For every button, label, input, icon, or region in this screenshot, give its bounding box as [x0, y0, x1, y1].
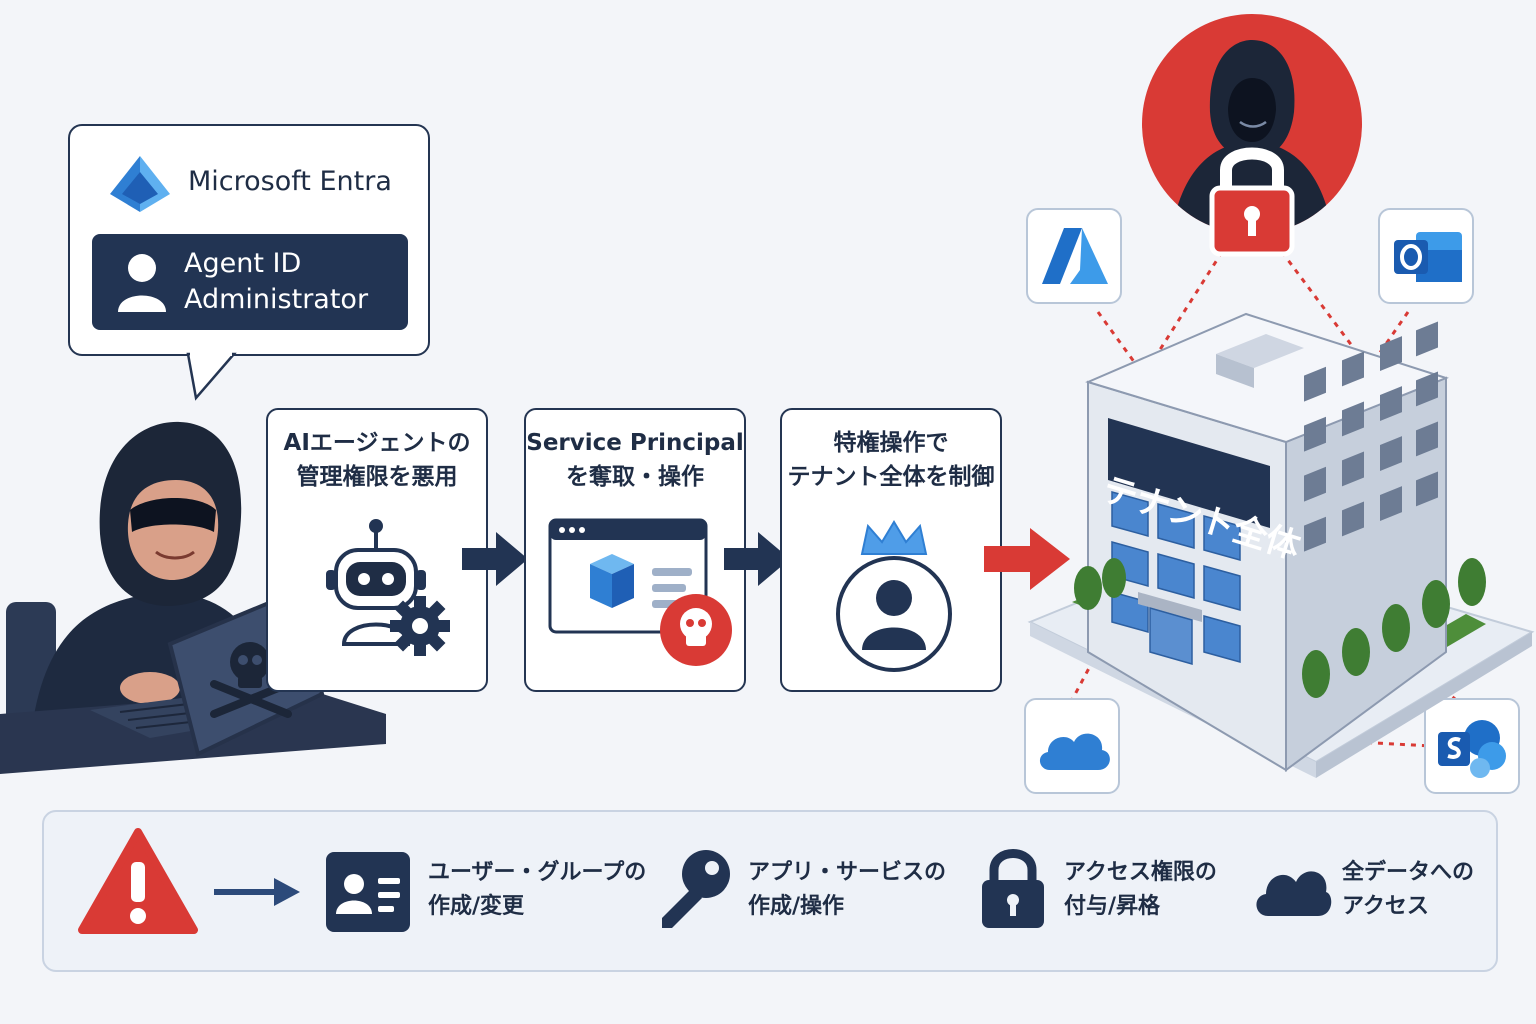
role-badge: Agent ID Administrator — [92, 234, 408, 330]
user-icon — [118, 254, 166, 312]
impact-label: ユーザー・グループの 作成/変更 — [428, 860, 647, 919]
outlook-logo-icon — [1394, 232, 1462, 282]
azure-tile — [1026, 208, 1122, 304]
impact-label: アクセス権限の 付与/昇格 — [1064, 860, 1217, 919]
cloud-icon — [1256, 871, 1332, 916]
id-card-icon — [326, 852, 410, 932]
role-name: Agent ID Administrator — [184, 248, 369, 315]
outlook-tile — [1378, 208, 1474, 304]
sharepoint-logo-icon — [1438, 720, 1506, 778]
padlock-icon — [1209, 147, 1295, 257]
warning-icon — [78, 828, 198, 934]
role-callout: Microsoft Entra Agent ID Administrator — [68, 124, 430, 356]
crowned-user-icon — [836, 520, 952, 672]
step-title: 特権操作で テナント全体を制御 — [787, 430, 995, 490]
cloud-logo-icon — [1039, 733, 1110, 770]
step-title: Service Principal を奪取・操作 — [526, 430, 744, 490]
tenant-building-illustration — [1027, 312, 1535, 778]
step-title: AIエージェントの 管理権限を悪用 — [283, 430, 471, 490]
impact-label: アプリ・サービスの 作成/操作 — [748, 860, 947, 919]
padlock-icon — [982, 849, 1044, 928]
key-icon — [662, 850, 730, 928]
flow-arrow — [724, 532, 790, 586]
callout-tail — [186, 352, 237, 401]
step-card-abuse-agent: AIエージェントの 管理権限を悪用 — [266, 408, 488, 692]
entra-logo-icon — [110, 156, 170, 212]
arrow-right-icon — [214, 878, 300, 906]
step-card-privileged-control: 特権操作で テナント全体を制御 — [780, 408, 1002, 692]
app-window-icon — [548, 518, 732, 666]
robot-gear-icon — [326, 519, 450, 656]
impact-label: 全データへの アクセス — [1342, 860, 1475, 919]
attacker-lock-badge — [1142, 14, 1362, 257]
step-card-service-principal: Service Principal を奪取・操作 — [524, 408, 746, 692]
flow-arrow — [462, 532, 528, 586]
azure-logo-icon — [1042, 228, 1108, 284]
attack-arrow — [984, 528, 1070, 590]
hacker-illustration — [0, 421, 386, 774]
sharepoint-tile — [1424, 698, 1520, 794]
danger-skull-icon — [660, 594, 732, 666]
cloud-tile — [1024, 698, 1120, 794]
brand-name: Microsoft Entra — [188, 166, 392, 197]
